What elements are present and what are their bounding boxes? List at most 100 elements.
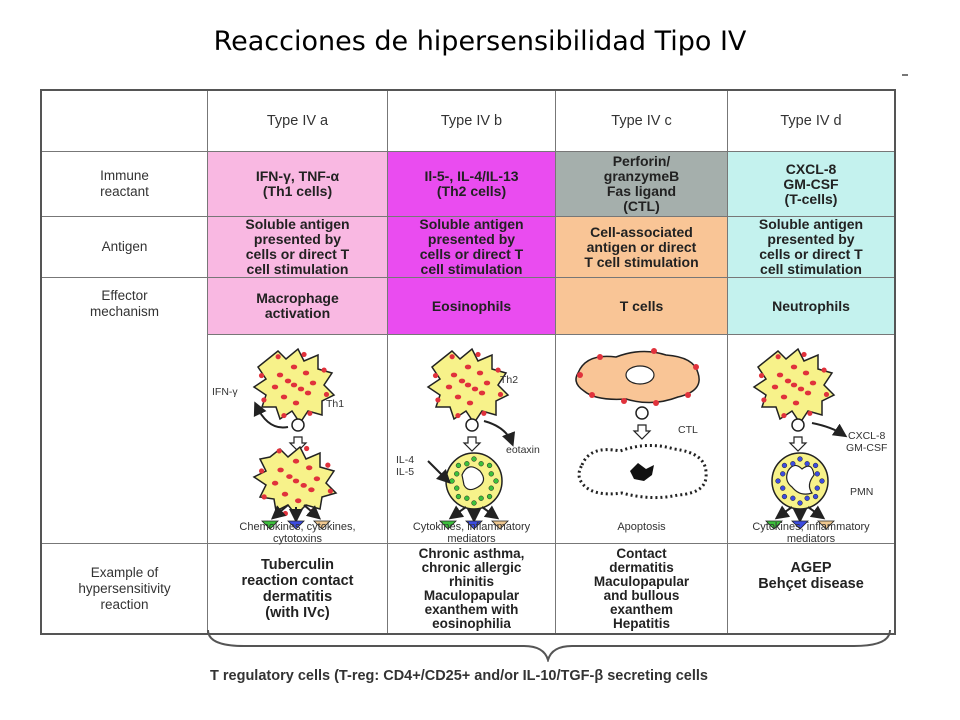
label-ifn-gamma: IFN-γ [212,386,238,398]
row-label-antigen: Antigen [42,217,208,278]
text-line: reaction [100,596,149,612]
granule-dot [290,382,298,388]
text-line: cells or direct T [419,246,524,262]
text-line: Neutrophils [772,297,850,314]
granule-dot [450,372,458,378]
granule-dot [478,390,486,396]
immune-reactant-iva: IFN-γ, TNF-α(Th1 cells) [208,152,388,217]
text-line: Maculopapular [423,587,520,603]
cytotoxic-tcell-illustration [575,348,708,500]
caption-iva: Chemokines, cytokines,cytotoxins [208,521,387,545]
column-header-type-iva: Type IV a [208,91,388,152]
tcell-icon [291,418,305,432]
text-line: Cytokines, inflammatory [412,521,531,533]
text-line: cells or direct T [759,246,863,262]
text-line: Antigen [101,239,148,254]
surface-dot [261,397,267,403]
text-line: mediators [447,533,496,545]
text-line: AGEP [790,560,832,576]
granule-dot [308,487,315,493]
down-arrow-icon [632,424,652,440]
cell-text: T cells [619,297,664,314]
granule-dot [780,471,786,477]
granule-dot [792,400,800,406]
granule-dot [812,493,819,500]
granule-dot [458,378,466,384]
granule-dot [486,493,493,500]
text-line: Eosinophils [431,297,512,314]
slide-title: Reacciones de hipersensibilidad Tipo IV [213,26,747,57]
surface-dot [449,354,455,360]
feedback-arrow-icon [253,401,289,429]
granule-dot [780,485,786,491]
edge-tick-mark [902,74,908,76]
granule-dot [304,390,312,396]
text-line: (T-cells) [784,190,838,207]
text-line: cells or direct T [245,246,350,262]
eotaxin-arrow-icon [483,420,516,447]
surface-dot [455,412,461,419]
surface-dot [823,391,830,398]
granule-dot [292,458,300,464]
granule-dot [292,478,300,484]
granule-dot [486,462,493,469]
granule-dot [277,467,284,473]
text-line: granzymeB [603,168,680,184]
granule-dot [802,370,810,376]
surface-dot [325,462,331,468]
granule-dot [804,495,810,501]
text-line: dermatitis [609,559,674,575]
text-line: Cell-associated [590,223,693,240]
label-pmn: PMN [850,486,874,498]
granule-dot [797,500,803,506]
text-line: Apoptosis [617,521,666,533]
surface-dot [775,354,781,360]
fragmented-nucleus [630,463,654,481]
surface-dot [495,367,501,373]
granule-dot [814,485,820,491]
ctl-icon [635,406,649,420]
granule-dot [292,400,300,406]
granule-dot [797,386,805,392]
text-line: GM-CSF [783,175,839,192]
granule-dot [286,474,293,479]
treg-footnote: T regulatory cells (T-reg: CD4+/CD25+ an… [210,668,708,684]
surface-dot [281,412,287,419]
hypersensitivity-table: Type IV a Type IV b Type IV c Type IV d … [40,89,896,635]
granule-dot [775,478,781,484]
surface-dot [435,397,441,403]
text-line: Cytokines, inflammatory [752,521,870,533]
granule-dot [819,478,825,484]
granule-dot [290,364,298,370]
granule-dot [809,380,817,386]
surface-dot [781,412,787,419]
cell-nucleus [625,365,655,385]
granule-dot [488,471,494,477]
macrophage-activation-illustration [252,347,338,530]
effector-ivc: T cells [556,278,728,335]
cell-text: IFN-γ, TNF-α(Th1 cells) [256,169,339,199]
granule-dot [471,386,479,392]
tcell-icon [791,418,805,432]
text-line: presented by [767,231,855,247]
granule-dot [313,476,321,482]
cell-text: Eosinophils [431,297,512,314]
surface-dot [275,354,281,360]
label-il4: IL-4 [396,454,415,466]
text-line: T cells [619,297,664,314]
green-mediator-icon [261,520,279,530]
granule-dot [812,462,819,469]
text-line: (Th2 cells) [436,183,507,199]
